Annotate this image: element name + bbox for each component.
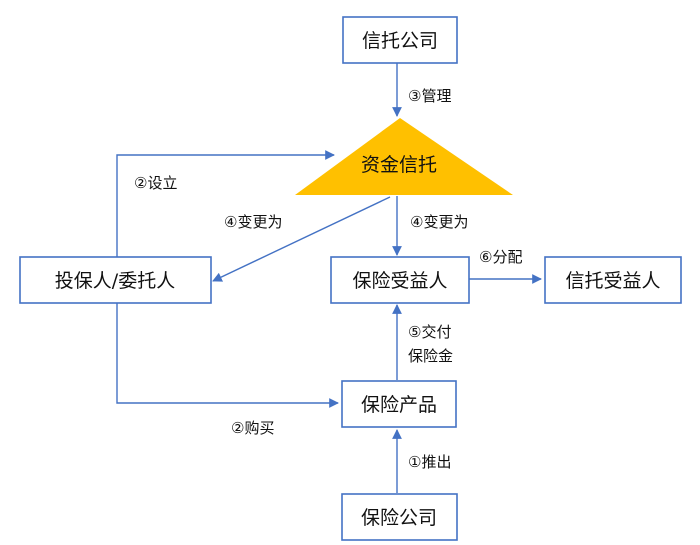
node-capital-trust: 资金信托 (295, 118, 513, 195)
node-insurance-beneficiary-box (330, 256, 470, 304)
node-policyholder-settlor-label: 投保人/委托人 (55, 270, 175, 292)
node-trust-company-label: 信托公司 (362, 30, 438, 52)
edge-label-deliver-line1: ⑤交付 (408, 323, 451, 341)
node-trust-beneficiary-box (544, 256, 682, 304)
node-trust-company: 信托公司 (342, 16, 458, 64)
edge-label-distribute: ⑥分配 (479, 248, 522, 266)
edge-label-change-right: ④变更为 (410, 213, 468, 231)
node-insurance-company-label: 保险公司 (361, 507, 437, 529)
node-insurance-beneficiary: 保险受益人 (330, 256, 470, 304)
node-insurance-beneficiary-label: 保险受益人 (352, 270, 447, 292)
node-policyholder-settlor: 投保人/委托人 (19, 256, 212, 304)
edge-label-deliver-line2: 保险金 (408, 347, 453, 365)
edge-capital-trust-to-policyholder (212, 196, 391, 282)
node-capital-trust-label: 资金信托 (361, 154, 437, 176)
edge-label-establish: ②设立 (134, 174, 177, 192)
edge-policyholder-to-insurance-product (116, 302, 339, 408)
edge-policyholder-to-capital-trust (116, 150, 335, 257)
edge-label-change-left: ④变更为 (224, 213, 282, 231)
node-insurance-product-box (341, 380, 457, 428)
node-insurance-product-label: 保险产品 (361, 394, 437, 416)
edge-label-manage: ③管理 (408, 87, 451, 105)
node-trust-company-box (342, 16, 458, 64)
node-trust-beneficiary-label: 信托受益人 (565, 270, 660, 292)
edge-label-purchase: ②购买 (231, 419, 274, 437)
node-policyholder-settlor-box (19, 256, 212, 304)
node-trust-beneficiary: 信托受益人 (544, 256, 682, 304)
node-insurance-company: 保险公司 (341, 493, 458, 541)
capital-trust-triangle (295, 118, 513, 195)
node-insurance-company-box (341, 493, 458, 541)
edge-label-launch: ①推出 (408, 453, 451, 471)
node-insurance-product: 保险产品 (341, 380, 457, 428)
